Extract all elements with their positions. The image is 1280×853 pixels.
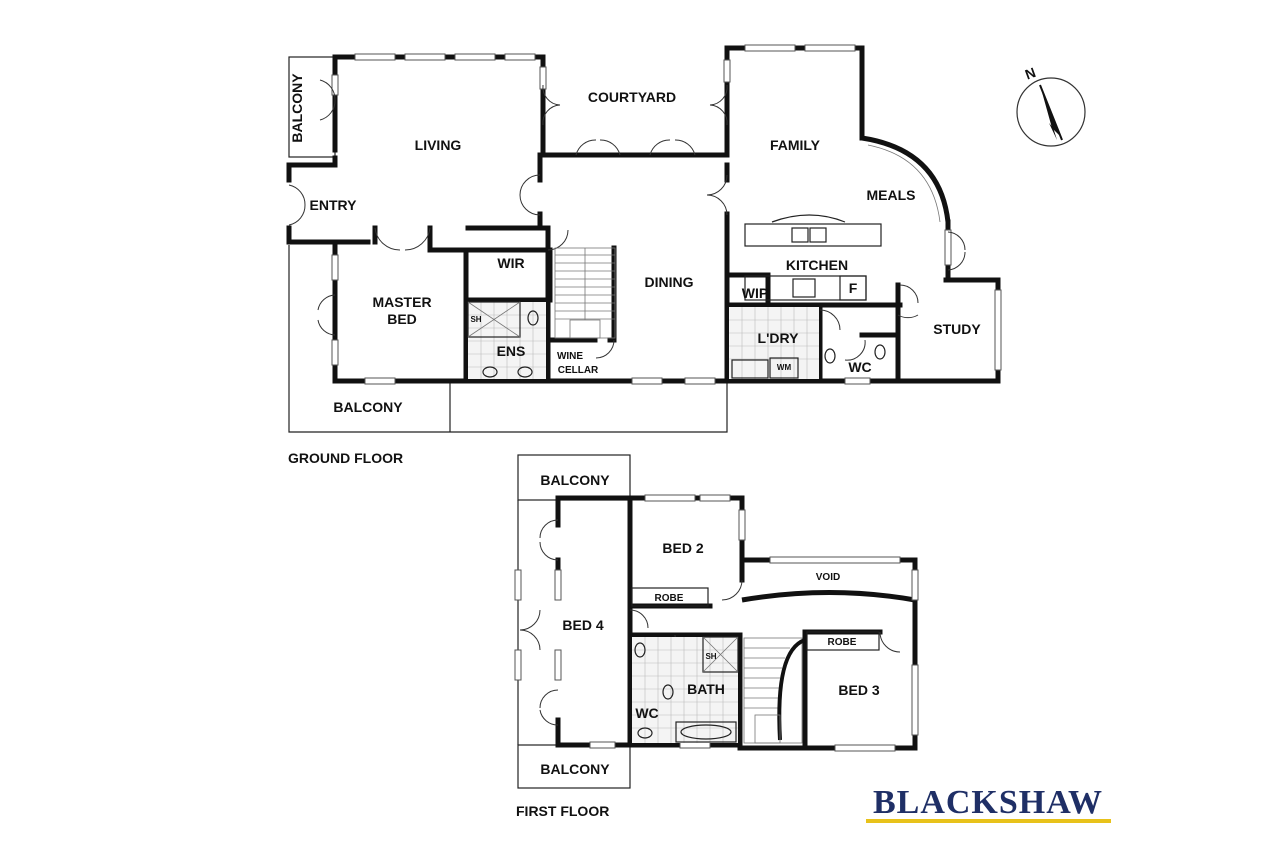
room-dining: DINING	[645, 274, 694, 290]
room-master-bed-line1: MASTER	[372, 294, 431, 310]
brand-logo: BLACKSHAW	[866, 784, 1111, 823]
doors	[288, 79, 966, 361]
bathroom-tiles	[632, 636, 739, 743]
room-family: FAMILY	[770, 137, 821, 153]
first-floor-plan: BALCONY BED 2 ROBE VOID BED 4 SH BATH WC…	[514, 454, 919, 819]
room-laundry: L'DRY	[758, 330, 800, 346]
first-floor-stairs	[743, 637, 806, 744]
room-bottom-balcony: BALCONY	[333, 399, 403, 415]
laundry-tiles	[729, 307, 886, 379]
fridge-label: F	[849, 280, 858, 296]
room-courtyard: COURTYARD	[588, 89, 676, 105]
room-void: VOID	[816, 572, 840, 583]
bottom-balcony-outline	[288, 245, 728, 433]
room-entry: ENTRY	[310, 197, 358, 213]
north-arrow-icon: N	[1016, 64, 1086, 147]
room-meals: MEALS	[867, 187, 916, 203]
room-ensuite: ENS	[497, 343, 526, 359]
room-wine-line2: CELLAR	[558, 365, 599, 376]
brand-name: BLACKSHAW	[873, 784, 1103, 821]
room-wip: WIP	[742, 285, 768, 301]
room-living: LIVING	[415, 137, 462, 153]
washing-machine-label: WM	[777, 363, 792, 372]
kitchen-fittings	[744, 214, 882, 301]
room-wir: WIR	[497, 255, 524, 271]
room-bed2: BED 2	[662, 540, 703, 556]
bath-shower-label: SH	[705, 652, 716, 661]
robe-bed3: ROBE	[828, 637, 857, 648]
room-wc: WC	[848, 359, 871, 375]
north-label: N	[1023, 64, 1038, 82]
room-wine-line1: WINE	[557, 351, 583, 362]
room-bed4: BED 4	[562, 617, 603, 633]
room-side-balcony: BALCONY	[289, 73, 305, 143]
ensuite-tiles	[467, 301, 546, 379]
room-master-bed-line2: BED	[387, 311, 417, 327]
robe-bed2: ROBE	[655, 593, 684, 604]
brand-underline	[866, 819, 1111, 823]
windows	[331, 44, 1002, 385]
room-bed3: BED 3	[838, 682, 879, 698]
ground-floor-plan: LIVING COURTYARD FAMILY MEALS ENTRY BALC…	[286, 44, 1002, 466]
room-first-balcony-bottom: BALCONY	[540, 761, 610, 777]
room-first-balcony-top: BALCONY	[540, 472, 610, 488]
room-first-wc: WC	[635, 705, 658, 721]
first-floor-windows	[514, 494, 919, 752]
room-study: STUDY	[933, 321, 981, 337]
first-floor-label: FIRST FLOOR	[516, 803, 609, 819]
room-kitchen: KITCHEN	[786, 257, 848, 273]
room-bath: BATH	[687, 681, 725, 697]
ground-floor-label: GROUND FLOOR	[288, 450, 403, 466]
stairs	[554, 247, 616, 339]
ensuite-shower-label: SH	[470, 315, 481, 324]
